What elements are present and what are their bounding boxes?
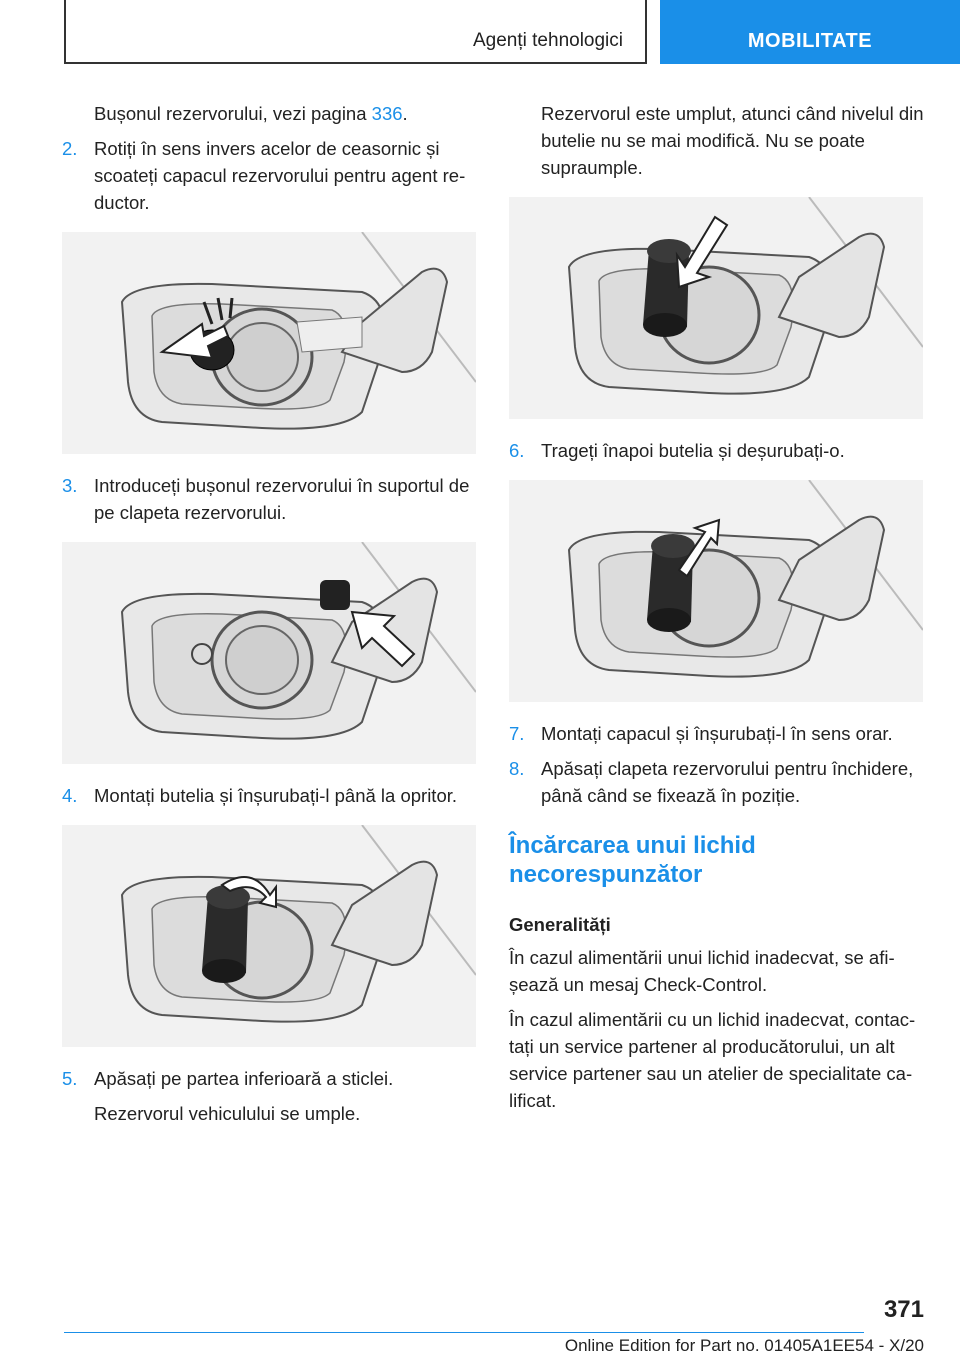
step-3: 3. Introduceți bușonul rezervorului în s… [62,472,478,526]
left-column: Bușonul rezervorului, vezi pagina 336. 2… [62,100,478,1135]
subsection-heading: Generalități [509,914,611,935]
step-text: Trageți înapoi butelia și deșurubați-o. [541,440,845,461]
step-number: 7. [509,723,525,744]
step-text: Rotiți în sens invers acelor de ceasorni… [94,138,466,213]
step-4: 4. Montați butelia și înșurubați-l până … [62,782,478,809]
step-text: Introduceți bușonul rezervorului în supo… [94,475,470,523]
step-2: 2. Rotiți în sens invers acelor de ceaso… [62,135,478,216]
general-paragraph-2: În cazul alimentării cu un lichid inadec… [509,1009,916,1111]
figure-remove-cap [62,232,476,454]
step-number: 4. [62,785,78,806]
intro-paragraph: Bușonul rezervorului, vezi pagina 336. [94,103,408,124]
right-intro-paragraph: Rezervorul este umplut, atunci când nive… [541,103,924,178]
step-6: 6. Trageți înapoi butelia și deșurubați-… [509,437,929,464]
footer-edition: Online Edition for Part no. 01405A1EE54 … [564,1336,924,1355]
figure-filling [509,197,923,419]
page-link[interactable]: 336 [371,103,403,124]
step-number: 6. [509,440,525,461]
header-frame: Agenți tehnologici [64,0,647,64]
header-chapter-tab[interactable]: MOBILITATE [660,0,960,64]
figure-screw-bottle [62,825,476,1047]
general-paragraph-1: În cazul alimentării unui lichid inadecv… [509,947,895,995]
step-text: Montați capacul și înșurubați-l în sens … [541,723,893,744]
header-section-title: Agenți tehnologici [473,30,623,51]
step-7: 7. Montați capacul și înșurubați-l în se… [509,720,929,747]
step-number: 8. [509,758,525,779]
figure-insert-cap [62,542,476,764]
footer-divider [64,1332,864,1333]
step-number: 2. [62,138,78,159]
step-5: 5. Apăsați pe partea inferioară a sticle… [62,1065,478,1092]
page-number: 371 [883,1296,924,1323]
step-text: Apăsați pe partea inferioară a sticlei. [94,1068,394,1089]
section-heading: Încărcarea unui lichid necorespunzător [509,832,756,888]
step-text: Apăsați clapeta rezervorului pentru înch… [541,758,914,806]
step-number: 3. [62,475,78,496]
right-column: Rezervorul este umplut, atunci când nive… [509,100,929,1122]
step-number: 5. [62,1068,78,1089]
step-5-note: Rezervorul vehiculului se umple. [94,1103,361,1124]
step-8: 8. Apăsați clapeta rezervorului pentru î… [509,755,929,809]
figure-pull-back [509,480,923,702]
step-text: Montați butelia și înșurubați-l până la … [94,785,458,806]
